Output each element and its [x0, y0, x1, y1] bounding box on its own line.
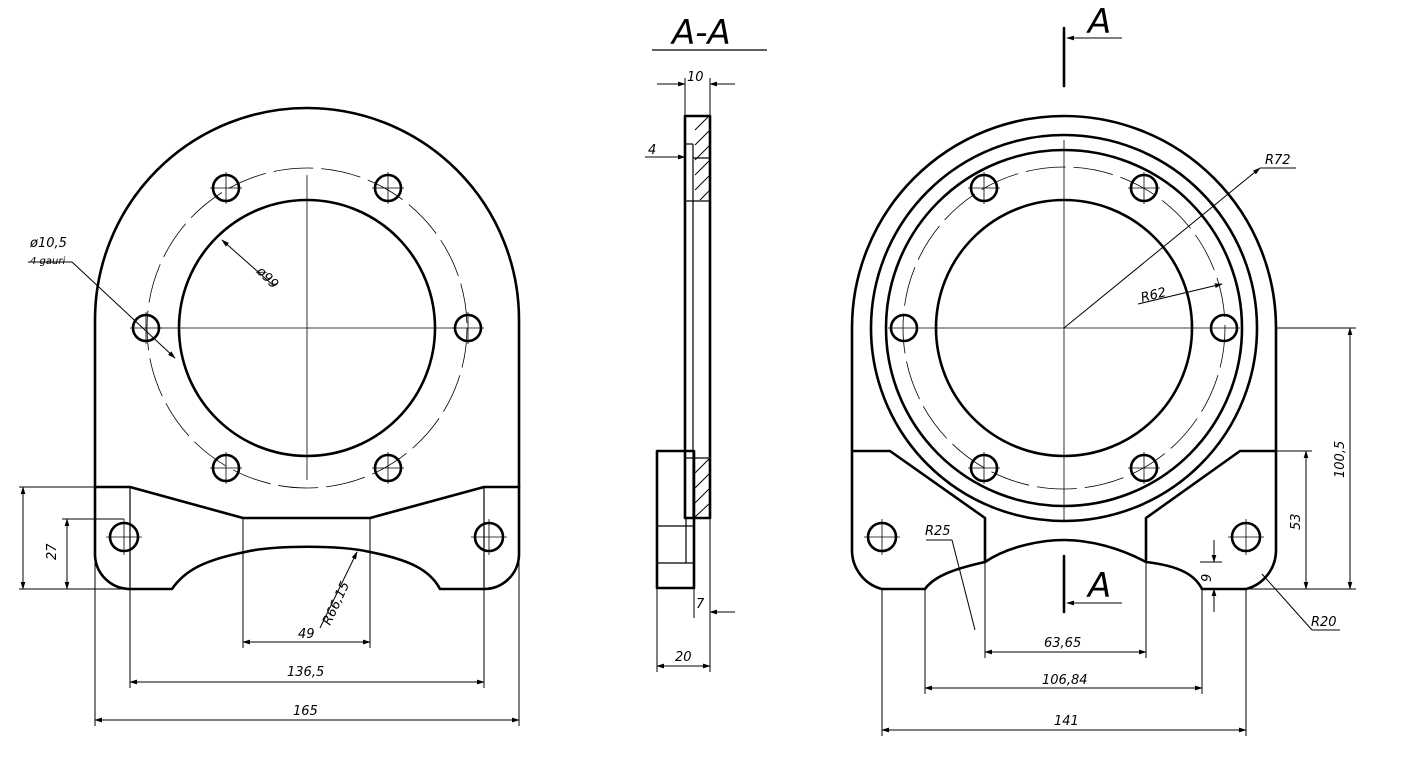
right-dim-small: 9	[1200, 574, 1215, 582]
right-dim-height-mid: 53	[1289, 513, 1304, 530]
section-dim-overall-thickness: 20	[675, 650, 692, 665]
left-dim-radius: R66,15	[320, 579, 353, 627]
right-dim-fillet: R25	[925, 524, 951, 539]
section-marker-top: A	[1086, 2, 1111, 42]
left-bore-diameter: ø99	[252, 264, 281, 293]
right-dim-width-mid: 106,84	[1042, 673, 1088, 688]
left-bolt-holes	[108, 173, 505, 553]
left-dim-overall-width: 165	[293, 704, 318, 719]
right-dim-inner-radius: R62	[1139, 285, 1167, 306]
right-outline	[850, 114, 1278, 591]
right-dim-outer-radius: R72	[1265, 153, 1291, 168]
right-outer-ring	[869, 133, 1259, 523]
section-dim-bottom-offset: 7	[696, 597, 705, 612]
section-marker-bottom: A	[1086, 566, 1111, 606]
left-hole-note: 4 gauri	[30, 256, 65, 267]
left-dim-center-width: 49	[298, 627, 315, 642]
section-dim-top-thickness: 10	[687, 70, 704, 85]
right-dim-corner-radius: R20	[1311, 615, 1337, 630]
right-dim-width-outer: 141	[1054, 714, 1079, 729]
left-outline	[93, 106, 521, 591]
left-view: ø10,5 4 gauri ø99 27 R66,15 49 136,5 165	[19, 106, 521, 726]
section-title: A-A	[670, 13, 731, 53]
right-dim-height-total: 100,5	[1333, 441, 1348, 478]
section-view: A-A	[645, 13, 767, 672]
left-inner-edge	[93, 485, 521, 520]
left-hole-diameter: ø10,5	[29, 236, 67, 251]
left-dim-height: 27	[45, 543, 60, 560]
left-dim-hole-spacing: 136,5	[287, 665, 324, 680]
section-dim-step: 4	[648, 143, 656, 158]
right-dim-width-inner: 63,65	[1044, 636, 1081, 651]
right-view: A A	[850, 2, 1356, 736]
